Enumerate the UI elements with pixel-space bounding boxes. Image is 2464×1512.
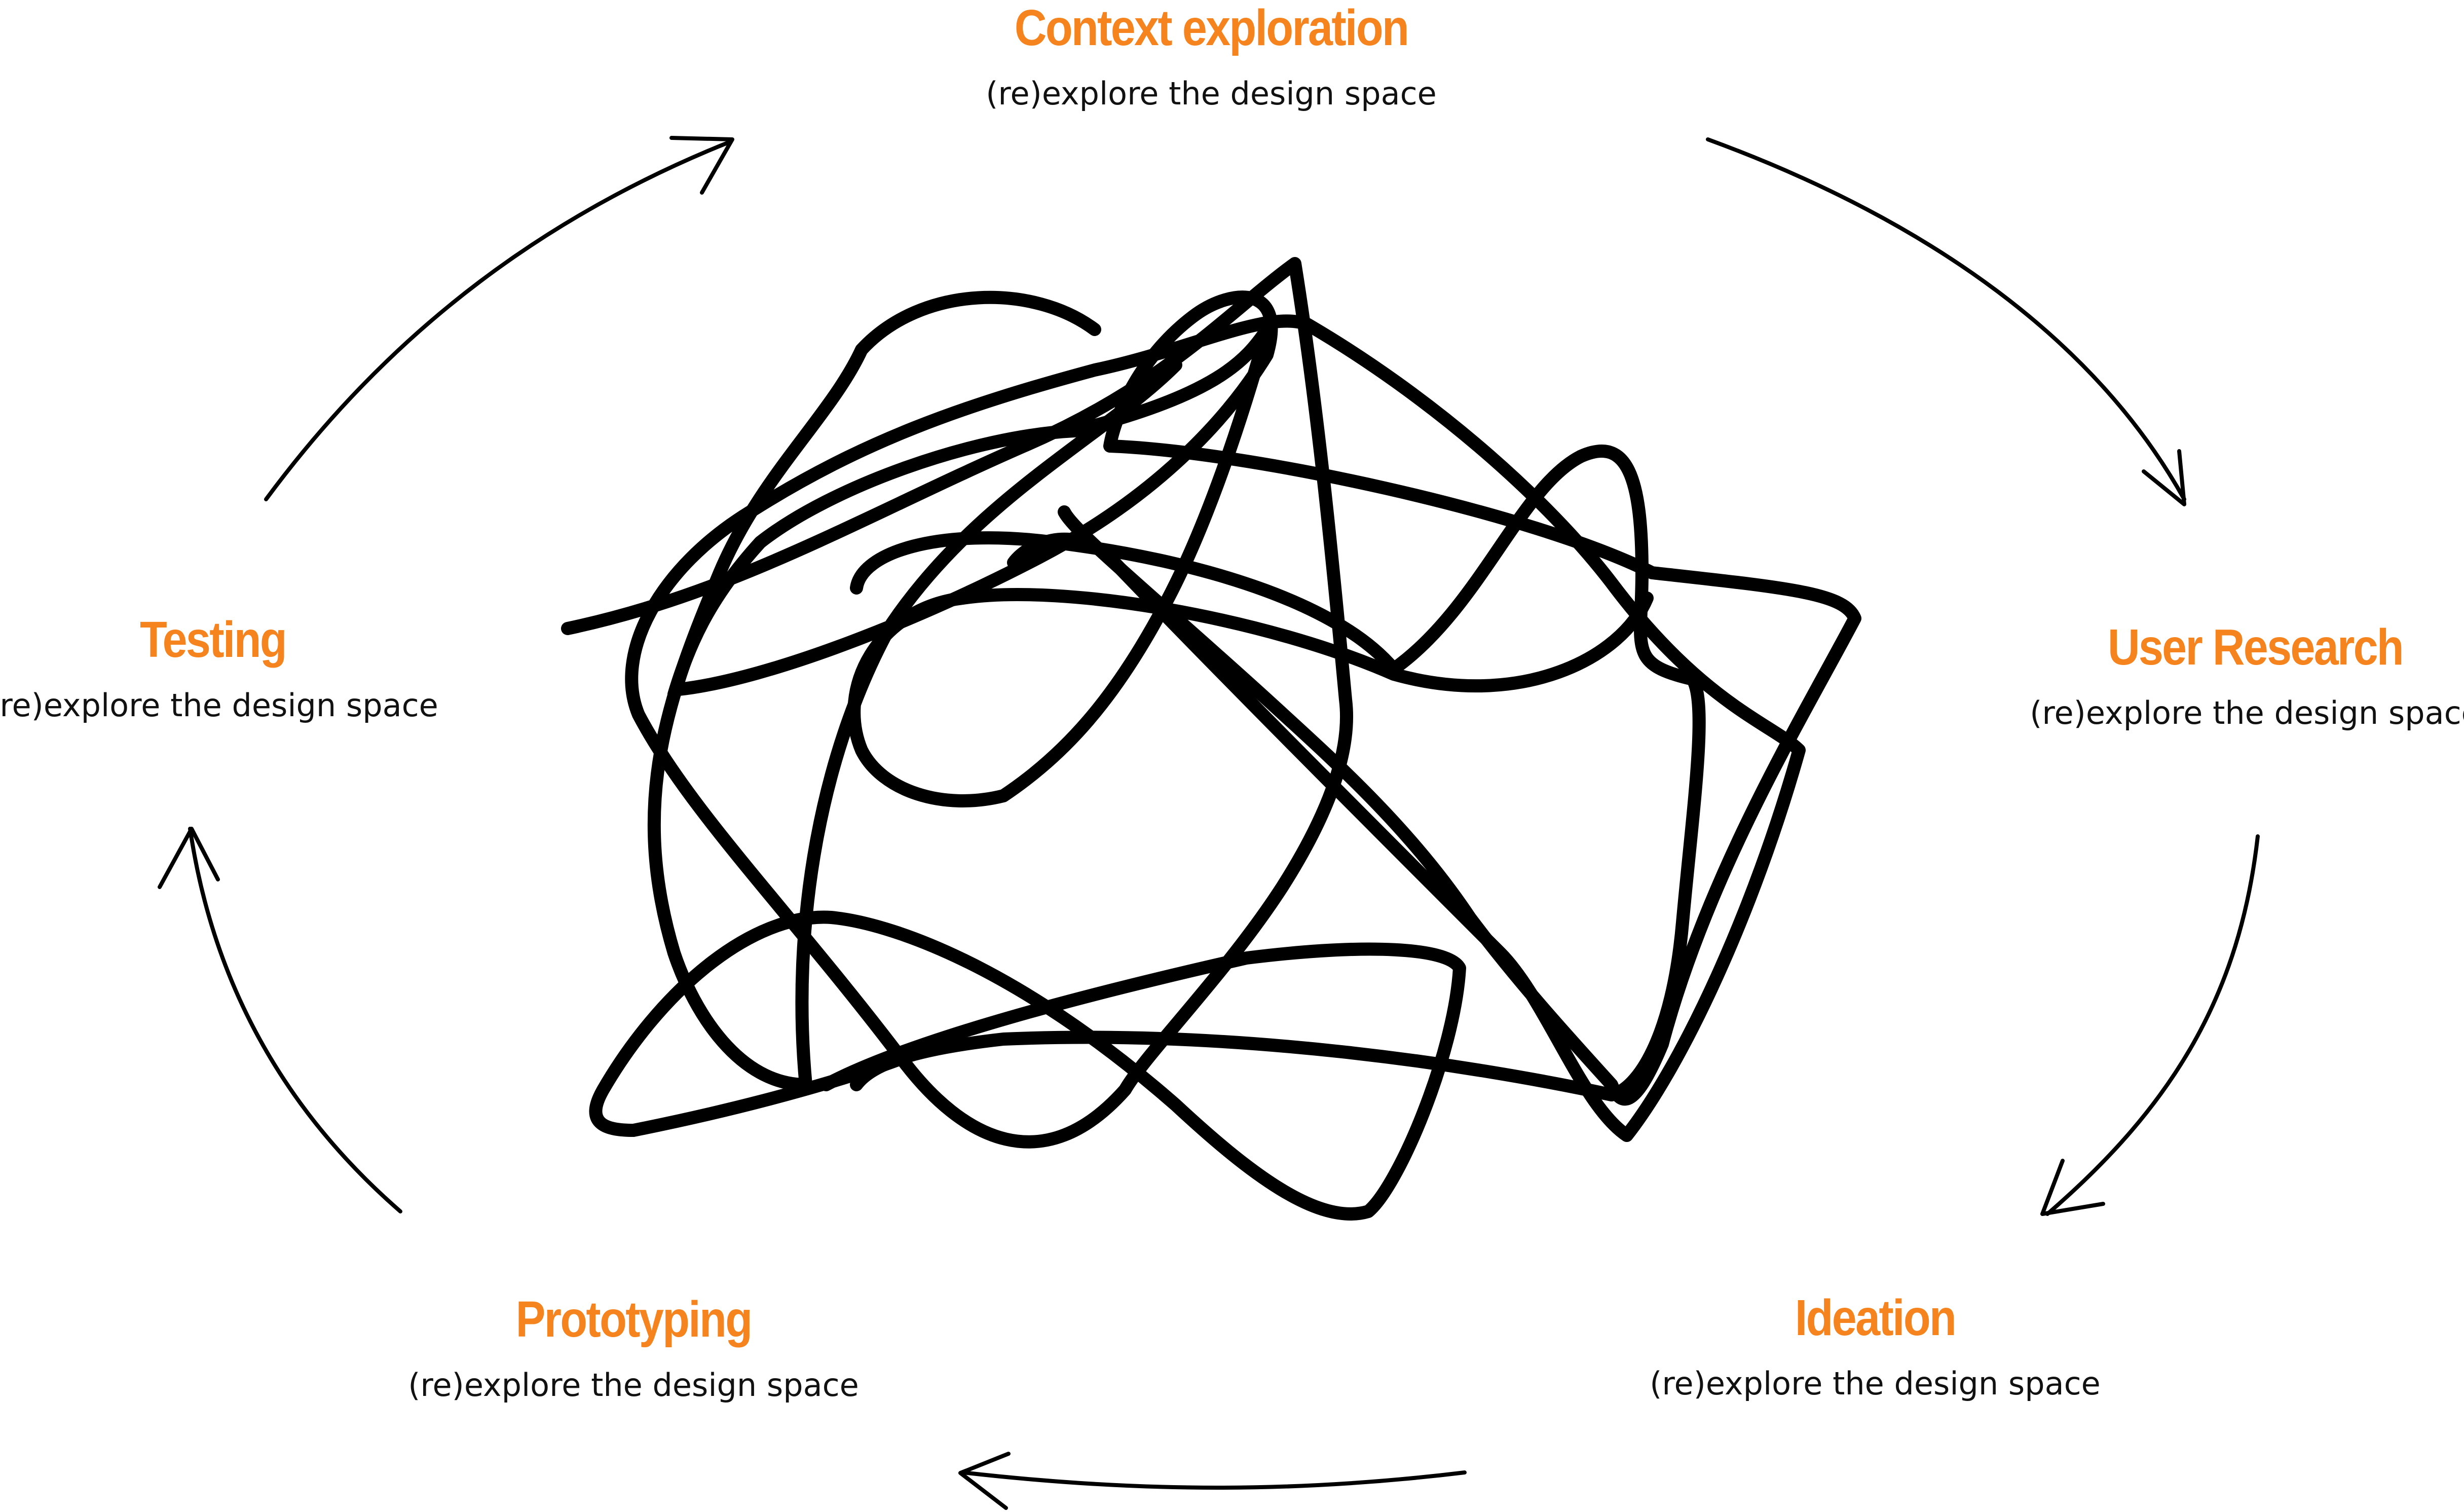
scribble-stroke-3 [850, 445, 1706, 1101]
stage-subtitle: (re)explore the design space [0, 687, 438, 724]
stage-title: User Research [2107, 619, 2404, 676]
arrow-testing-to-context [264, 136, 734, 501]
scribble-stroke-2 [647, 290, 1182, 1091]
arrow-ideation-to-prototyping [958, 1452, 1467, 1510]
stage-subtitle: (re)explore the design space [986, 75, 1437, 112]
scribble-stroke-1 [561, 257, 1806, 1149]
stage-testing: Testing (re)explore the design space [0, 612, 492, 724]
arrow-prototyping-to-testing [158, 827, 402, 1213]
stage-title: Testing [140, 611, 287, 668]
stage-subtitle: (re)explore the design space [408, 1367, 859, 1404]
scribble-stroke-5 [673, 290, 1861, 1106]
stage-user-research: User Research (re)explore the design spa… [1976, 619, 2464, 732]
stage-subtitle: (re)explore the design space [1650, 1365, 2101, 1402]
stage-title: Ideation [1795, 1289, 1957, 1346]
stage-subtitle: (re)explore the design space [2030, 694, 2464, 731]
stage-title: Prototyping [515, 1291, 753, 1348]
scribble-tangle [561, 257, 1861, 1221]
stage-ideation: Ideation (re)explore the design space [1596, 1290, 2154, 1403]
stage-context-exploration: Context exploration (re)explore the desi… [932, 0, 1490, 113]
scribble-stroke-6 [667, 323, 1654, 807]
cycle-arrows [158, 136, 2260, 1510]
stage-title: Context exploration [1014, 0, 1409, 56]
arrow-user-research-to-ideation [2040, 834, 2260, 1216]
scribble-stroke-4 [589, 910, 1466, 1221]
arrow-context-to-user-research [1706, 137, 2186, 506]
stage-prototyping: Prototyping (re)explore the design space [355, 1292, 912, 1404]
